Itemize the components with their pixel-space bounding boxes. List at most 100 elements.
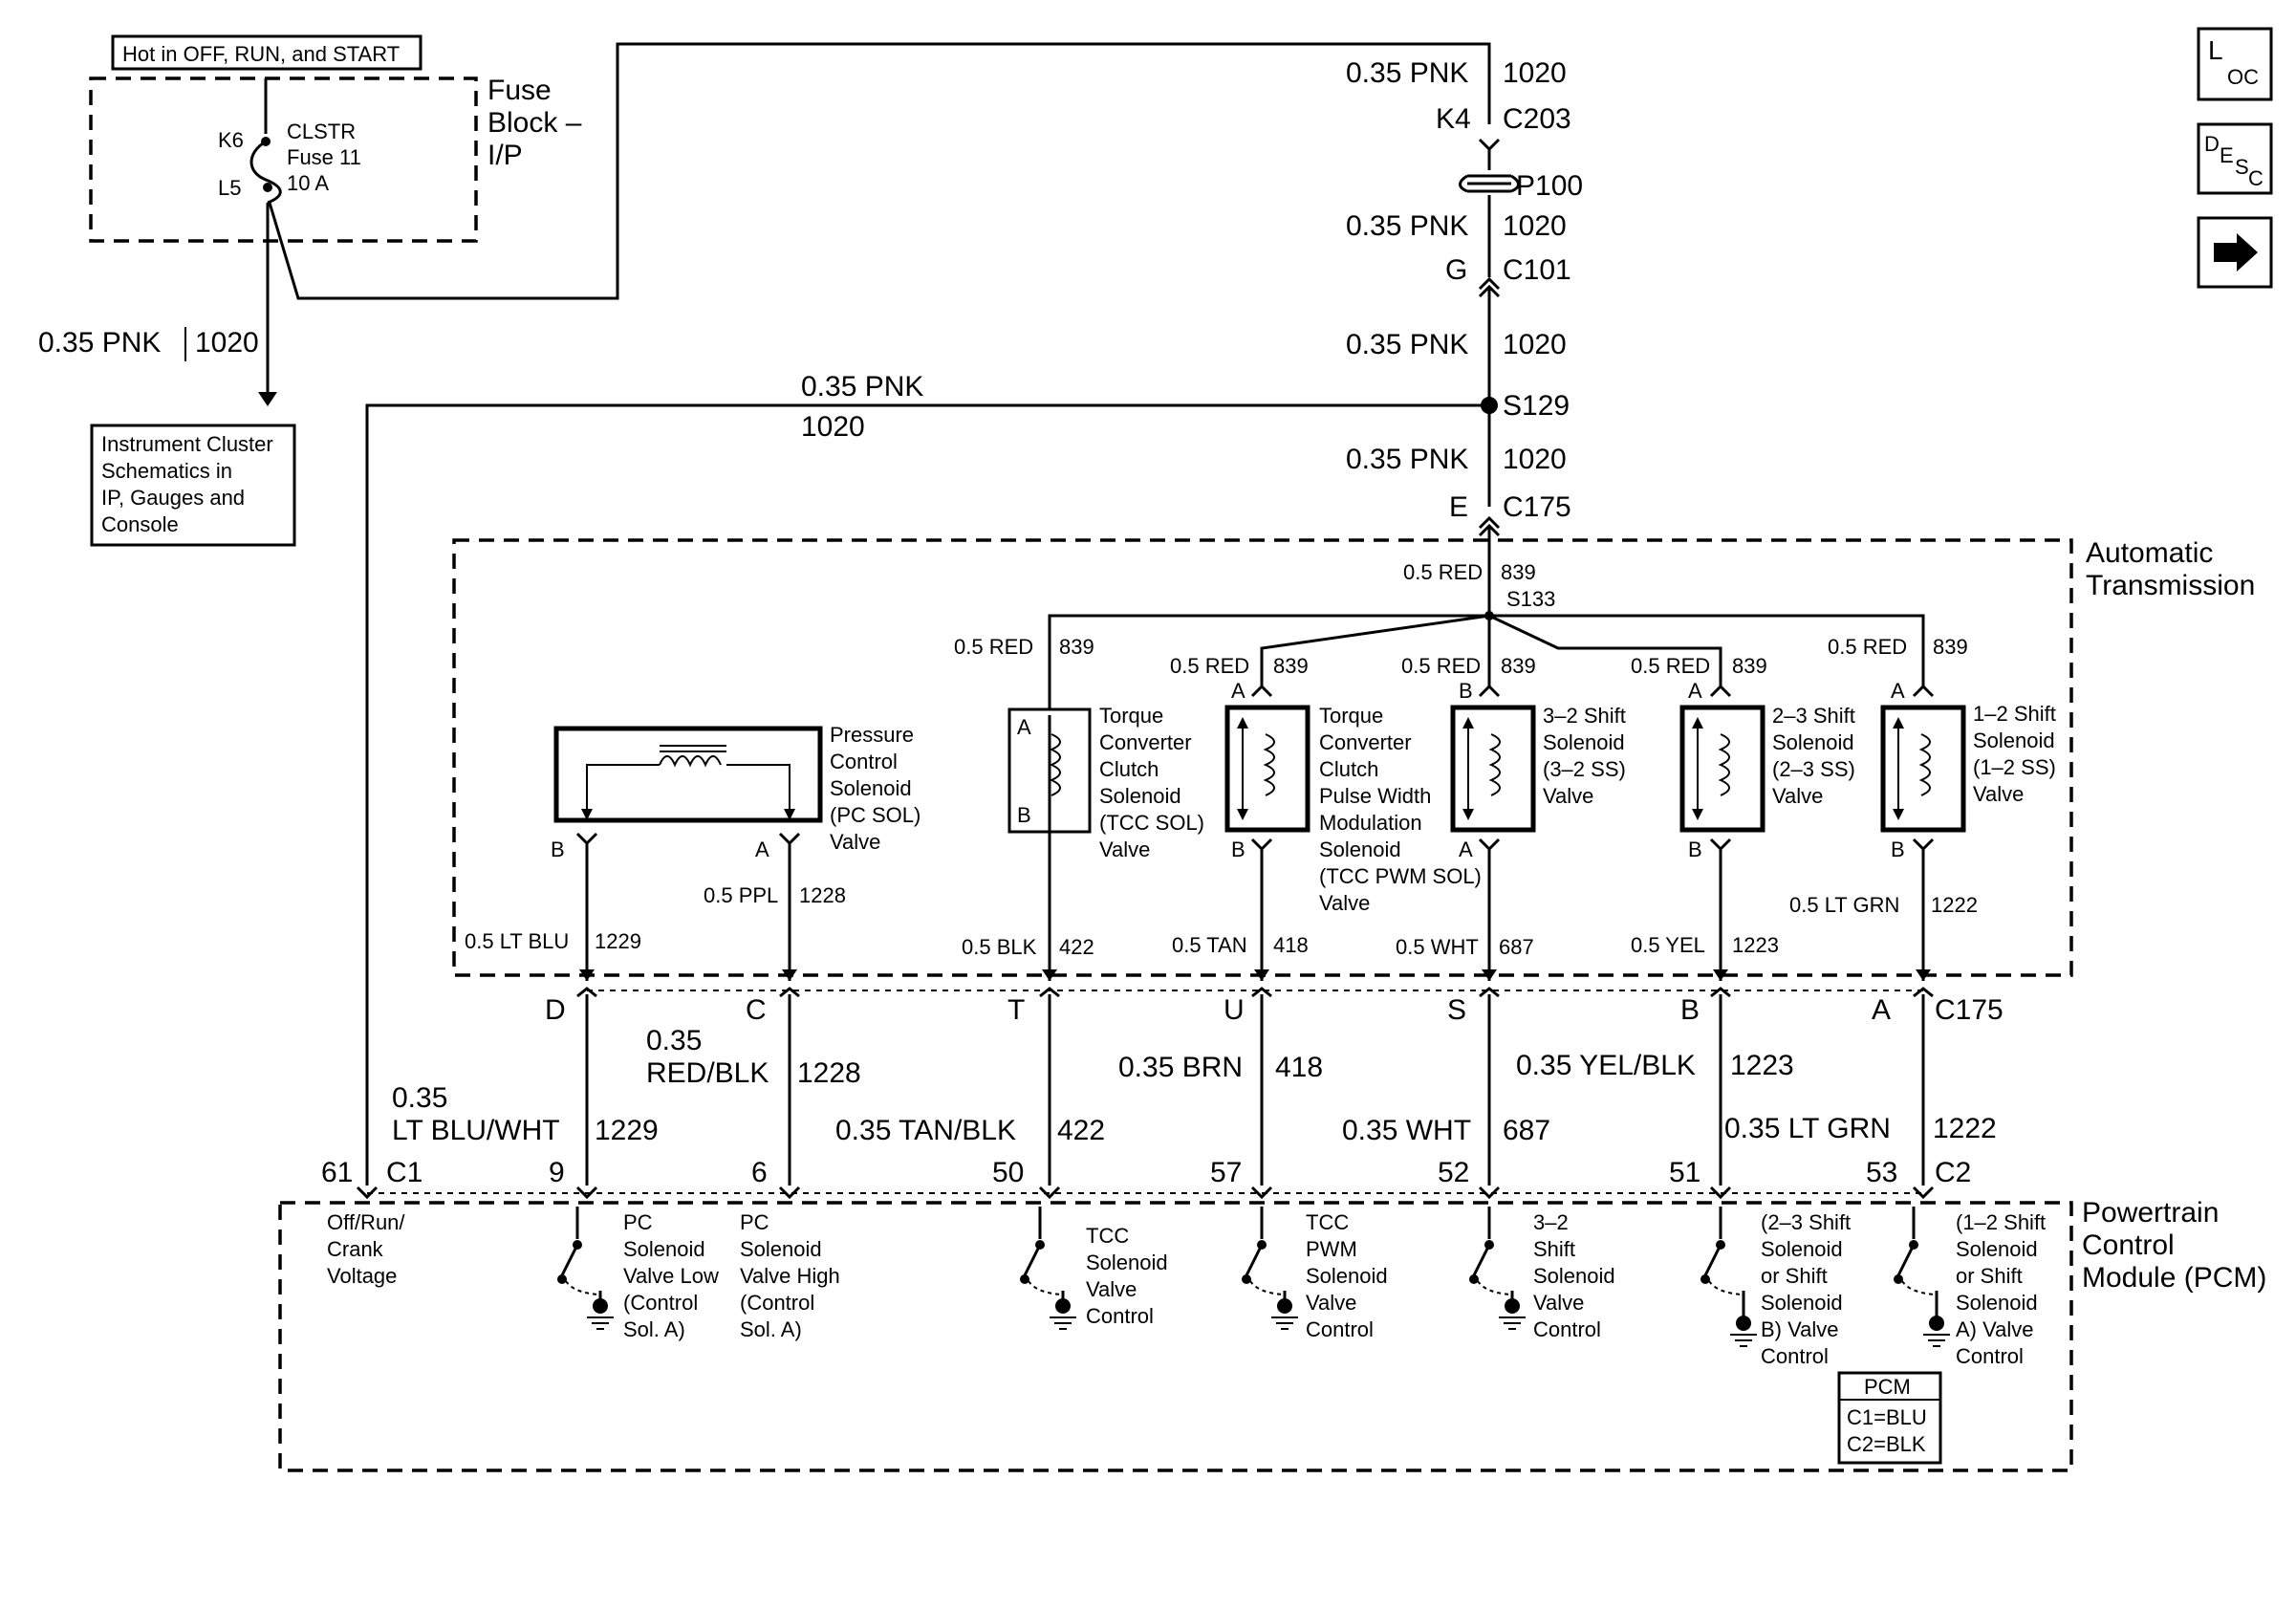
cluster-circuit-label: 1020 [195,327,259,359]
ss32-out-wire: 0.5 WHT [1396,935,1479,959]
feed-seg4-wire: 0.35 PNK [1346,444,1468,475]
feed-to-ss23 [1488,614,1722,688]
pwmctrl-2: PWM [1306,1237,1357,1261]
connector-c175-top-icon [1478,515,1501,530]
pclow-2: Solenoid [623,1237,705,1261]
tcc-feed-wire: 0.5 RED [954,635,1033,659]
ss12ctrl-1: (1–2 Shift [1956,1210,2046,1234]
h1228-circuit: 1228 [797,1057,861,1089]
p100-label: P100 [1516,170,1583,202]
pcm-name-3: Module (PCM) [2082,1262,2266,1294]
tcc-label-6: Valve [1099,838,1150,861]
wire-s129-to-pcm61 [365,403,1489,1186]
tcc-label-4: Solenoid [1099,784,1181,808]
pwm-out-wire: 0.5 TAN [1172,933,1247,957]
coil-icon [1049,733,1061,796]
ss12-feed-wire: 0.5 RED [1828,635,1907,659]
pwmctrl-3: Solenoid [1306,1264,1388,1288]
ss32ctrl-5: Control [1533,1317,1601,1341]
pwm-pin-top: A [1231,679,1245,703]
ss23-label-4: Valve [1772,784,1823,808]
ss12ctrl-4: Solenoid [1956,1291,2038,1315]
ss12-label-2: Solenoid [1973,729,2055,752]
ss12-label-3: (1–2 SS) [1973,755,2056,779]
pcm-outline [278,1201,2073,1472]
pcm-pin-53: 53 [1866,1157,1897,1188]
pc-pin-left: B [551,838,565,861]
fuse-pin-out: L5 [218,176,241,200]
feed-to-ss12 [1489,614,1925,688]
pcm-switches [557,1207,1950,1347]
ss23ctrl-1: (2–3 Shift [1761,1210,1851,1234]
feed-seg4-circuit: 1020 [1503,444,1567,475]
ss12-pin-top: A [1891,679,1905,703]
ss23ctrl-6: Control [1761,1344,1829,1368]
cluster-ref-1: Instrument Cluster [101,432,273,456]
pwmctrl-1: TCC [1306,1210,1349,1234]
pchigh-1: PC [740,1210,769,1234]
ss32-feed-wire: 0.5 RED [1401,654,1481,678]
offrun-3: Voltage [327,1264,397,1288]
pc-pin-right: A [755,838,769,861]
connector-c203-icon [1478,138,1501,152]
h418-circuit: 418 [1275,1052,1323,1083]
pcm-legend-title: PCM [1864,1375,1911,1399]
fuse-block-name-1: Fuse [487,75,552,106]
ss23-solenoid [1679,684,1765,852]
splice-s133-label: S133 [1506,587,1555,611]
tcc-label-3: Clutch [1099,757,1159,781]
feed-to-pwm [1260,614,1490,688]
ss23-out-wire: 0.5 YEL [1631,933,1705,957]
desc-button[interactable]: D E S C [2197,122,2273,195]
pwm-out-circuit: 418 [1273,933,1309,957]
ss12-solenoid [1880,684,1966,852]
ss32-out-circuit: 687 [1499,935,1534,959]
pcm-legend-c1: C1=BLU [1847,1405,1927,1429]
pcm-name-2: Control [2082,1229,2175,1261]
tcc-pin-bottom: B [1017,803,1031,827]
ss12-label-1: 1–2 Shift [1973,702,2056,726]
h687-circuit: 687 [1503,1115,1550,1146]
trans-feed-wire: 0.5 RED [1403,560,1483,584]
ss32-label-4: Valve [1543,784,1593,808]
tcc-label-5: (TCC SOL) [1099,811,1204,835]
c175-pin-u: U [1224,994,1245,1026]
trans-feed-circuit: 839 [1501,560,1536,584]
pcm-name-1: Powertrain [2082,1197,2219,1229]
coil-icon [1263,733,1275,796]
ss23ctrl-4: Solenoid [1761,1291,1843,1315]
fuse-block-outline [89,76,478,243]
coil-icon [659,755,722,768]
loc-button[interactable]: L OC [2197,27,2273,101]
pcm-pin-57: 57 [1210,1157,1242,1188]
pcm-pin-51: 51 [1669,1157,1700,1188]
pwm-label-8: Valve [1319,891,1370,915]
branch-circuit-label: 1020 [801,411,865,443]
feed-to-tcc [1048,614,1489,715]
splice-s129-label: S129 [1503,390,1570,422]
ss23ctrl-2: Solenoid [1761,1237,1843,1261]
switch-ground-icon [1894,1207,1950,1347]
pwm-feed-wire: 0.5 RED [1170,654,1249,678]
tccctrl-3: Valve [1086,1277,1137,1301]
branch-wire-label: 0.35 PNK [801,371,923,402]
c175-pin-s: S [1447,994,1466,1026]
h1229-circuit: 1229 [595,1115,659,1146]
ss23ctrl-3: or Shift [1761,1264,1828,1288]
ss32ctrl-4: Valve [1533,1291,1584,1315]
tcc-pin-top: A [1017,715,1031,739]
ss12-label-4: Valve [1973,782,2024,806]
ss32-pin-top: B [1459,679,1473,703]
feed-seg1-wire: 0.35 PNK [1346,57,1468,89]
ss32ctrl-1: 3–2 [1533,1210,1569,1234]
pcm-c1: C1 [386,1157,422,1188]
pc-label-1: Pressure [830,723,914,747]
next-button[interactable] [2197,216,2273,289]
c175-pin-d: D [545,994,566,1026]
pcm-pin-6: 6 [751,1157,768,1188]
pclow-4: (Control [623,1291,698,1315]
pwm-label-6: Solenoid [1319,838,1401,861]
instrument-cluster-ref-box[interactable] [90,424,296,547]
ss32ctrl-2: Shift [1533,1237,1575,1261]
tcc-label-2: Converter [1099,730,1192,754]
